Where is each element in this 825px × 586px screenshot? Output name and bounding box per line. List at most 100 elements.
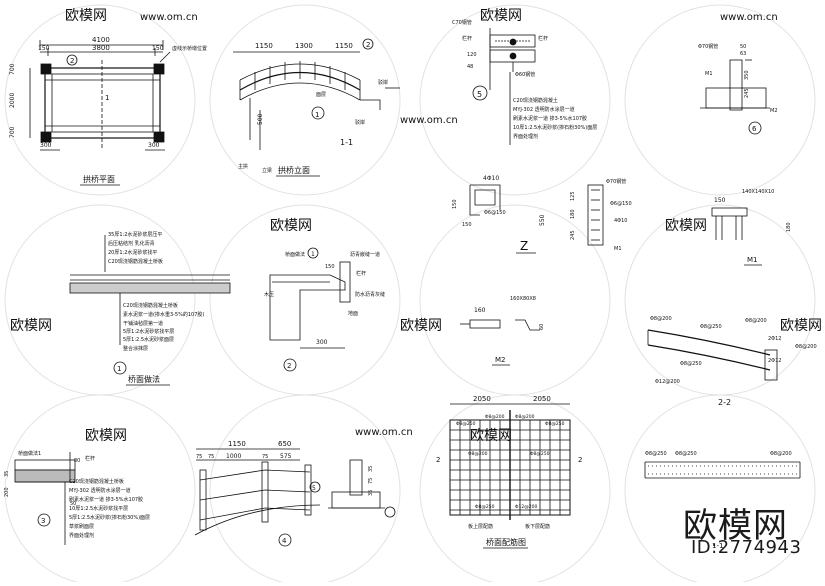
d5-note: 10厚1:2.5水泥砂浆(掺石粉30%)面层 (513, 124, 597, 131)
z-stirrup: Φ6@150 (484, 210, 506, 216)
z-d180: 180 (570, 209, 576, 219)
plan-dim-inner: 3800 (92, 44, 110, 52)
z-ring: Φ70钢管 (606, 178, 626, 185)
m1-spec: 140X140X10 (742, 189, 774, 195)
section-2-2: Φ8@200 Φ8@200 Φ8@250 Φ8@250 Φ12@200 2Φ12… (647, 316, 817, 407)
m2-spec: 160X80X8 (510, 296, 536, 302)
plan-dim-overall: 4100 (92, 36, 110, 44)
watermark-brand: 欧模网 (65, 8, 107, 24)
post-d3: 35 (368, 490, 374, 496)
r3-note: 草浆刷面层 (69, 523, 94, 530)
edge-d2: 300 (316, 339, 328, 346)
rp-r3: Φ8@200 (515, 414, 535, 420)
r4-w3: 1000 (226, 453, 241, 460)
d5-d1: 120 (467, 52, 477, 58)
edge-d1: 150 (325, 264, 335, 270)
plan-pier (40, 131, 52, 143)
r3-note: 刷素水泥浆一道 掺3-5%水107胶 (69, 496, 143, 503)
elevation-view: 1150 1300 1150 2 驳岸 面层 立梁 主拱 500 1 驳岸 1-… (233, 38, 400, 177)
bf-layer-bot: 整合涂抹层 (123, 345, 148, 352)
m1-detail: 150 140X140X10 180 M1 (711, 189, 792, 266)
z-d125: 125 (570, 191, 576, 201)
bf-layer-bot: 5厚1:2.5水泥砂浆面层 (123, 336, 174, 343)
watermark-brand: 欧模网 (270, 218, 312, 234)
r3-d2: 35 (4, 471, 10, 477)
plan-note: 虚线示桥墩位置 (172, 45, 207, 52)
r3-note: 10厚1:2.5水泥砂浆找平层 (69, 505, 128, 512)
rail-detail-3: 桥面做法1 栏杆 80 35 200 50 C20现浇钢筋混凝土桥板 MYJ-3… (4, 450, 150, 545)
watermark-brand: 欧模网 (480, 8, 522, 24)
watermark-brand: 欧模网 (10, 318, 52, 334)
watermark-brand: 欧模网 (400, 318, 442, 334)
watermark-site: www.om.cn (355, 427, 413, 438)
detail-6: Φ70钢管 350 245 50 63 M1 M2 6 (698, 43, 778, 135)
s22-r3: Φ8@250 (700, 324, 722, 330)
rp-lbl1: 板上层配筋 (468, 523, 493, 530)
rebar-plan: 2050 2050 Φ8@250 Φ8@200 Φ8@200 Φ8@250 Φ8… (436, 395, 582, 549)
s22-r6: 2Φ12 (768, 336, 781, 342)
bf-title: 桥面做法 (128, 374, 160, 384)
watermark-id: ID:2774943 (691, 537, 802, 558)
rp-title: 桥面配筋图 (486, 537, 526, 547)
post-d2: 75 (368, 478, 374, 484)
rp-w2: 2050 (533, 395, 551, 403)
watermark-site: www.om.cn (400, 115, 458, 126)
plan-dim-v-bot: 700 (9, 126, 16, 138)
plan-pier (153, 63, 165, 75)
edge-lbl4: 防水沥青灰缝 (355, 291, 385, 298)
rp-r6: Φ8@250 (530, 451, 550, 457)
r3-lbl2: 栏杆 (85, 455, 95, 462)
watermark-brand: 欧模网 (85, 428, 127, 444)
plan-view: 4100 150 3800 150 1 2 700 2000 700 300 3… (9, 36, 207, 186)
r3-d1: 80 (74, 458, 80, 464)
z-label: Z (520, 239, 528, 253)
bridge-face-detail: 35厚1:2水泥砂浆层压平 后压粘结剂 乳化沥青 20厚1:2水泥砂浆找平 C2… (69, 231, 231, 386)
d5-note: 刷素水泥浆一道 掺3-5%水107胶 (513, 115, 587, 122)
d6-top: Φ70钢管 (698, 43, 718, 50)
edge-lbl5: 地面 (348, 310, 358, 317)
m2-detail: 160 160X80X8 60 M2 (460, 296, 545, 366)
elev-dim-w2: 1300 (295, 42, 313, 50)
bf-layer-bot: 5厚1:2水泥砂浆找平层 (123, 328, 174, 335)
elev-label-d2: 驳岸 (355, 119, 365, 126)
rp-mark-left: 2 (436, 456, 440, 464)
elev-bubble: 2 (366, 41, 370, 49)
r3-note: 5厚1:2.5水泥砂浆(掺石粉30%)面层 (69, 514, 150, 521)
s22-r1: Φ8@200 (650, 316, 672, 322)
bf-layer-top: 20厚1:2水泥砂浆找平 (108, 249, 157, 256)
bf-layer-bot: 素水泥浆一道(掺水重3-5%的107胶) (123, 311, 204, 318)
d5-bubble: 5 (477, 90, 482, 99)
rp-mark-right: 2 (578, 456, 582, 464)
s22-r4: Φ8@250 (680, 361, 702, 367)
plan-pier (153, 131, 165, 143)
s11-r1: Φ8@250 (645, 451, 667, 457)
s22-label: 2-2 (718, 398, 731, 407)
d5-lbl2: 栏杆 (538, 35, 548, 42)
bf-layer-top: 35厚1:2水泥砂浆层压平 (108, 231, 162, 238)
d5-lbl1: 栏杆 (462, 35, 472, 42)
rp-r8: Φ12@200 (515, 504, 537, 510)
d6-m2: M2 (770, 108, 778, 114)
s11-r3: Φ8@200 (770, 451, 792, 457)
elev-label-d: 驳岸 (378, 79, 388, 86)
watermark-brand: 欧模网 (780, 318, 822, 334)
edge-bubble: 2 (287, 362, 291, 370)
r4-w1: 1150 (228, 440, 246, 448)
z-d150a: 150 (452, 199, 458, 209)
elev-sec-bubble: 1 (315, 111, 319, 119)
detail-5: C70钢管 栏杆 栏杆 120 48 Φ60钢管 5 C20现浇钢筋混凝土 MY… (452, 19, 597, 145)
z-rebar-top: 4Φ10 (483, 175, 499, 182)
d6-bubble: 6 (752, 125, 757, 133)
d6-d1: 350 (744, 70, 750, 80)
z-d150b: 150 (462, 222, 472, 228)
d5-note: MYJ-302 透明防水涂层一道 (513, 106, 575, 113)
elev-title: 拱桥立面 (278, 165, 310, 175)
m2-w: 160 (474, 307, 486, 314)
plan-mark-two: 2 (70, 57, 74, 65)
r4-w4: 575 (280, 453, 292, 460)
rp-r5: Φ8@200 (468, 451, 488, 457)
r4-bubble: 4 (282, 537, 287, 545)
d6-d3: 50 (740, 44, 746, 50)
rp-w1: 2050 (473, 395, 491, 403)
edge-lbl2: 沥青嵌缝一道 (350, 251, 380, 258)
